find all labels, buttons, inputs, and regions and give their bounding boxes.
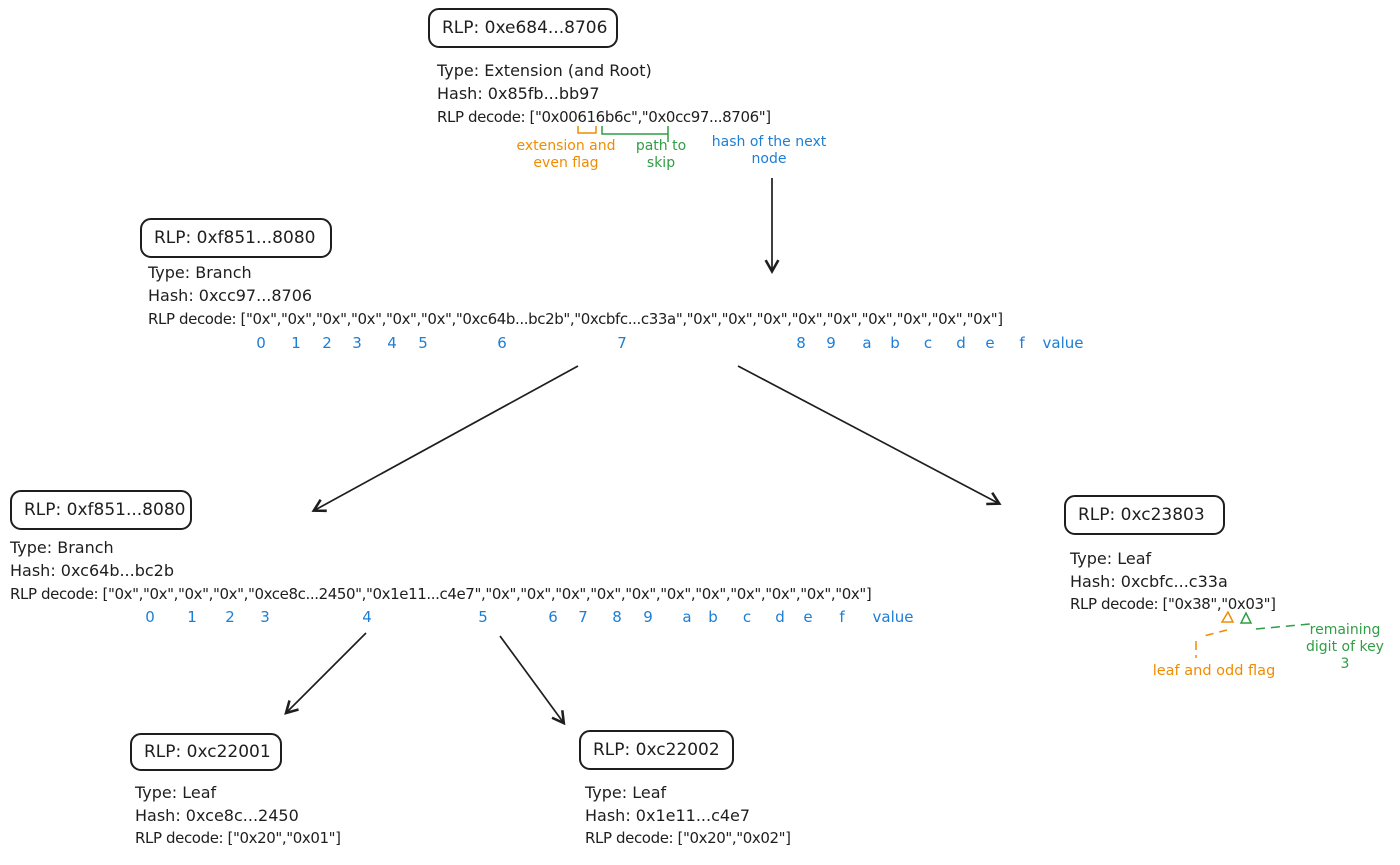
- annotation-line: hash of the next: [711, 134, 827, 150]
- annotation-line: extension and: [516, 138, 616, 154]
- index-label: 6: [548, 608, 558, 626]
- leader-leaf-flag-horizontal: [1199, 629, 1228, 638]
- annotation-extension-even-flag: extension and even flag: [516, 138, 615, 172]
- annotation-remaining-digit-of-key: remaining digit of key 3: [1306, 622, 1384, 673]
- rlp-badge-branch-top-label: RLP: 0xf851...8080: [154, 228, 316, 248]
- leaf-right-hash-line: Hash: 0xcbfc...c33a: [1070, 572, 1228, 591]
- index-label: d: [775, 608, 785, 626]
- index-label: f: [839, 608, 845, 626]
- index-label: value: [872, 608, 914, 626]
- annotation-path-to-skip: path to skip: [636, 138, 686, 172]
- rlp-badge-leaf-one-label: RLP: 0xc22001: [144, 742, 271, 762]
- rlp-badge-leaf-two: RLP: 0xc22002: [579, 730, 734, 770]
- annotation-line: remaining: [1309, 622, 1381, 638]
- leaf-one-rlp-decode-line: RLP decode: ["0x20","0x01"]: [135, 829, 341, 847]
- index-label: b: [708, 608, 718, 626]
- index-label: c: [742, 608, 752, 626]
- annotation-line: 3: [1340, 656, 1350, 672]
- annotation-line: skip: [646, 155, 676, 171]
- leaf-two-hash-line: Hash: 0x1e11...c4e7: [585, 806, 751, 825]
- index-label: 3: [352, 334, 362, 352]
- root-hash-line: Hash: 0x85fb...bb97: [437, 84, 600, 103]
- index-label: e: [985, 334, 995, 352]
- rlp-badge-leaf-right-label: RLP: 0xc23803: [1078, 505, 1205, 525]
- index-label: 6: [497, 334, 507, 352]
- branch-left-rlp-decode-line: RLP decode: ["0x","0x","0x","0x","0xce8c…: [10, 585, 872, 603]
- rlp-badge-branch-left-label: RLP: 0xf851...8080: [24, 500, 186, 520]
- index-label: a: [682, 608, 692, 626]
- index-label: 2: [322, 334, 332, 352]
- annotation-line: digit of key: [1306, 639, 1384, 655]
- index-label: 7: [617, 334, 627, 352]
- leaf-right-rlp-decode-line: RLP decode: ["0x38","0x03"]: [1070, 595, 1276, 613]
- index-label: 0: [256, 334, 266, 352]
- annotation-line: node: [751, 151, 787, 167]
- branch-top-hash-line: Hash: 0xcc97...8706: [148, 286, 313, 305]
- annotation-line: path to: [635, 138, 687, 154]
- leaf-two-type-line: Type: Leaf: [585, 783, 667, 802]
- index-label: 1: [291, 334, 301, 352]
- index-label: 9: [643, 608, 653, 626]
- rlp-badge-leaf-right: RLP: 0xc23803: [1064, 495, 1225, 535]
- annotation-line: even flag: [533, 155, 599, 171]
- index-label: 5: [478, 608, 488, 626]
- rlp-badge-root-label: RLP: 0xe684...8706: [442, 18, 608, 38]
- index-label: 1: [187, 608, 197, 626]
- branch-left-type-line: Type: Branch: [10, 538, 114, 557]
- rlp-badge-branch-left: RLP: 0xf851...8080: [10, 490, 192, 530]
- index-label: 5: [418, 334, 428, 352]
- rlp-badge-branch-top: RLP: 0xf851...8080: [140, 218, 332, 258]
- branch-left-hash-line: Hash: 0xc64b...bc2b: [10, 561, 175, 580]
- leaf-right-type-line: Type: Leaf: [1070, 549, 1152, 568]
- leaf-two-rlp-decode-line: RLP decode: ["0x20","0x02"]: [585, 829, 791, 847]
- index-label: a: [862, 334, 872, 352]
- leaf-one-type-line: Type: Leaf: [135, 783, 217, 802]
- annotation-hash-of-next-node: hash of the next node: [712, 134, 826, 168]
- index-label: 7: [578, 608, 588, 626]
- rlp-badge-root: RLP: 0xe684...8706: [428, 8, 618, 48]
- index-label: 4: [362, 608, 372, 626]
- index-label: c: [923, 334, 933, 352]
- index-label: f: [1019, 334, 1025, 352]
- index-label: 4: [387, 334, 397, 352]
- rlp-badge-leaf-two-label: RLP: 0xc22002: [593, 740, 720, 760]
- annotation-line: leaf and odd flag: [1152, 663, 1276, 679]
- index-label: value: [1042, 334, 1084, 352]
- index-label: 3: [260, 608, 270, 626]
- index-label: 2: [225, 608, 235, 626]
- annotation-leaf-and-odd-flag: leaf and odd flag: [1153, 663, 1276, 680]
- index-label: 8: [796, 334, 806, 352]
- rlp-badge-leaf-one: RLP: 0xc22001: [130, 733, 282, 771]
- index-label: b: [890, 334, 900, 352]
- arrow-branch-left-to-leaf-one: [284, 632, 367, 715]
- index-label: 9: [826, 334, 836, 352]
- index-label: 8: [612, 608, 622, 626]
- root-rlp-decode-line: RLP decode: ["0x00616b6c","0x0cc97...870…: [437, 108, 771, 126]
- index-label: e: [803, 608, 813, 626]
- branch-top-rlp-decode-line: RLP decode: ["0x","0x","0x","0x","0x","0…: [148, 310, 1003, 328]
- branch-top-type-line: Type: Branch: [148, 263, 252, 282]
- index-label: 0: [145, 608, 155, 626]
- leaf-one-hash-line: Hash: 0xce8c...2450: [135, 806, 299, 825]
- root-type-line: Type: Extension (and Root): [437, 61, 652, 80]
- arrow-branch-left-to-leaf-two: [499, 635, 566, 726]
- leader-remaining-digit: [1255, 623, 1311, 630]
- index-label: d: [956, 334, 966, 352]
- arrow-branch-top-to-branch-left: [311, 365, 579, 513]
- arrow-branch-top-to-leaf-right: [737, 365, 1002, 506]
